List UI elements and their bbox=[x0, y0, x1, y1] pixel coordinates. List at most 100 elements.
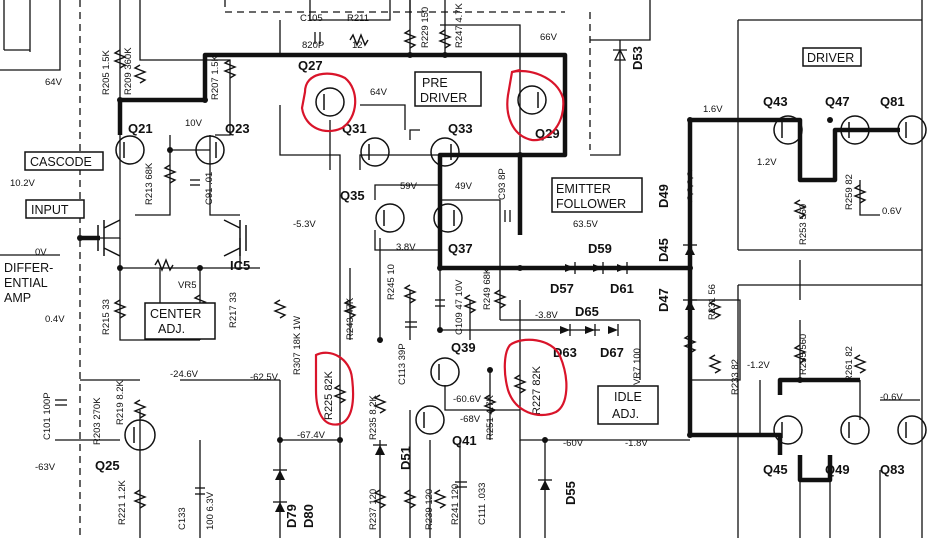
r203-label: R203 270K bbox=[92, 397, 103, 445]
v-04: 0.4V bbox=[45, 314, 65, 325]
differential-line3: AMP bbox=[4, 291, 31, 305]
v-59: 59V bbox=[400, 181, 418, 192]
q31-symbol bbox=[360, 137, 390, 167]
idle-adj-box: IDLE ADJ. bbox=[597, 385, 659, 425]
d59-label: D59 bbox=[588, 241, 612, 256]
q45-symbol bbox=[773, 415, 803, 445]
d53-label: D53 bbox=[630, 46, 645, 70]
q81-label: Q81 bbox=[880, 94, 905, 109]
q23-label: Q23 bbox=[225, 121, 250, 136]
r237-label: R237 120 bbox=[368, 489, 379, 530]
q29-symbol bbox=[517, 85, 547, 115]
d65-label: D65 bbox=[575, 304, 599, 319]
red-circle-q29 bbox=[506, 68, 565, 142]
r231-label: R231 56 bbox=[707, 284, 718, 320]
v-m68: -68V bbox=[460, 414, 481, 425]
r233-label: R233 82 bbox=[730, 359, 741, 395]
emitter-follower-box: EMITTER FOLLOWER bbox=[551, 177, 643, 213]
differential-line1: DIFFER- bbox=[4, 261, 53, 275]
c133-value: 100 6.3V bbox=[205, 491, 216, 530]
v-64b: 64V bbox=[370, 87, 388, 98]
v-10: 10V bbox=[185, 118, 203, 129]
r207-label: R207 1.5K bbox=[210, 54, 221, 100]
cascode-label: CASCODE bbox=[30, 155, 92, 169]
r217-label: R217 33 bbox=[228, 292, 239, 328]
red-circle-q27 bbox=[300, 72, 357, 133]
r239-label: R239 120 bbox=[424, 489, 435, 530]
c91-label: C91 .01 bbox=[204, 172, 215, 205]
q49-symbol bbox=[840, 415, 870, 445]
d61-label: D61 bbox=[610, 281, 634, 296]
q25-label: Q25 bbox=[95, 458, 120, 473]
center-adj-box: CENTER ADJ. bbox=[144, 302, 216, 340]
r227-label: R227 82K bbox=[531, 365, 543, 415]
emitter-follower-line1: EMITTER bbox=[556, 182, 611, 196]
v-66: 66V bbox=[540, 32, 558, 43]
r243-label: R243 47K bbox=[345, 297, 356, 340]
r229-label: R229 150 bbox=[420, 7, 431, 48]
ic5-fet-right bbox=[223, 219, 247, 257]
capacitors bbox=[55, 32, 511, 495]
vr7-label: VR7 100 bbox=[632, 348, 643, 385]
q25-symbol bbox=[124, 419, 156, 451]
driver-label: DRIVER bbox=[807, 51, 854, 65]
q43-symbol bbox=[773, 115, 803, 145]
vr5-label: VR5 bbox=[178, 280, 196, 291]
q47-label: Q47 bbox=[825, 94, 850, 109]
pre-driver-line1: PRE bbox=[422, 76, 448, 90]
d47-label: D47 bbox=[656, 288, 671, 312]
q41-symbol bbox=[415, 405, 445, 435]
cascode-box: CASCODE bbox=[24, 151, 104, 171]
red-annotations bbox=[300, 68, 568, 426]
c101-label: C101 100P bbox=[42, 392, 53, 440]
v-64a: 64V bbox=[45, 77, 63, 88]
diodes-symbols bbox=[273, 48, 697, 512]
v-16: 1.6V bbox=[703, 104, 723, 115]
r253-label: R253 560 bbox=[798, 204, 809, 245]
red-circle-r225 bbox=[314, 351, 355, 426]
d63-label: D63 bbox=[553, 345, 577, 360]
v-m246: -24.6V bbox=[170, 369, 199, 380]
q27-symbol bbox=[315, 87, 345, 117]
voltage-labels: 64V 66V 64V 10V 10.2V 0V 0.4V -5.3V 59V … bbox=[10, 32, 903, 473]
r259-label: R259 82 bbox=[844, 174, 855, 210]
q39-label: Q39 bbox=[451, 340, 476, 355]
d51-label: D51 bbox=[398, 446, 413, 470]
q27-label: Q27 bbox=[298, 58, 323, 73]
red-circle-r227 bbox=[503, 338, 568, 417]
v-m625: -62.5V bbox=[250, 372, 279, 383]
resistors bbox=[113, 29, 867, 509]
component-labels: R205 1.5K R209 360K R207 1.5K C105 820P … bbox=[42, 2, 855, 530]
d79-label: D79 bbox=[284, 504, 299, 528]
r245-label: R245 10 bbox=[386, 264, 397, 300]
r247-label: R247 4.7K bbox=[454, 2, 465, 48]
driver-box: DRIVER bbox=[802, 47, 862, 67]
c105-value: 820P bbox=[302, 40, 324, 51]
v-102: 10.2V bbox=[10, 178, 35, 189]
diode-labels: D49 D45 D47 D51 D53 D55 D57 D59 D61 D63 … bbox=[284, 46, 671, 528]
v-m606: -60.6V bbox=[453, 394, 482, 405]
q39-symbol bbox=[430, 357, 460, 387]
q83-symbol bbox=[897, 415, 927, 445]
r213-label: R213 68K bbox=[144, 162, 155, 205]
v-12: 1.2V bbox=[757, 157, 777, 168]
transistor-symbols bbox=[97, 85, 927, 451]
v-m12: -1.2V bbox=[747, 360, 770, 371]
v-m18: -1.8V bbox=[625, 438, 648, 449]
c113-label: C113 39P bbox=[397, 343, 408, 385]
v-635: 63.5V bbox=[573, 219, 598, 230]
input-label: INPUT bbox=[31, 203, 69, 217]
pre-driver-box: PRE DRIVER bbox=[414, 71, 482, 107]
r249-label: R249 68K bbox=[482, 267, 493, 310]
q21-label: Q21 bbox=[128, 121, 153, 136]
q21-symbol bbox=[115, 135, 145, 165]
c105-label: C105 bbox=[300, 13, 323, 24]
emitter-follower-line2: FOLLOWER bbox=[556, 197, 626, 211]
c109-label: C109 47 10V bbox=[454, 279, 465, 335]
pre-driver-line2: DRIVER bbox=[420, 91, 467, 105]
v-m674: -67.4V bbox=[297, 430, 326, 441]
differential-line2: ENTIAL bbox=[4, 276, 48, 290]
r211-label: R211 bbox=[347, 13, 369, 24]
q83-label: Q83 bbox=[880, 462, 905, 477]
